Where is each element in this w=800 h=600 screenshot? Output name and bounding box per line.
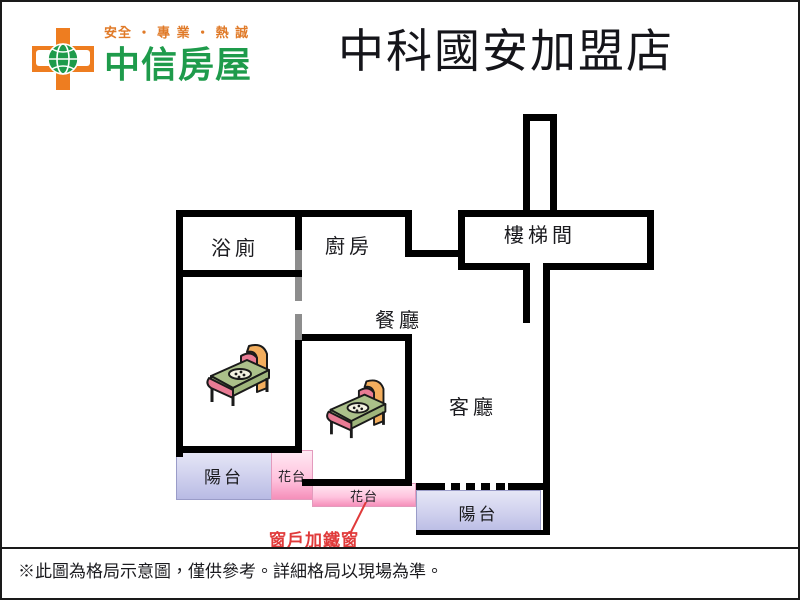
header: 安全 ・ 專 業 ・ 熱 誠 中信房屋 中科國安加盟店 [2,2,798,102]
area-balcony-left: 陽台 [176,450,272,500]
wall-stairwell-right [647,210,654,270]
store-title: 中科國安加盟店 [338,24,674,78]
floorplan-canvas: 陽台 花台 花台 陽台 [2,102,798,551]
wall-bedroom2-top [302,334,412,341]
wall-corridor-top [523,114,557,121]
wall-bedroom2-bottom [302,479,412,486]
brand-name: 中信房屋 [104,45,253,86]
area-planter-mid: 花台 [312,483,416,507]
wall-balcony-bottom-edge [416,530,550,535]
wall-living-right [543,263,550,534]
room-label-bathroom: 浴廁 [211,236,259,260]
wall-unit-left [176,210,183,457]
wall-stairwell-bottom-right [550,263,654,270]
brand-block: 安全 ・ 專 業 ・ 熱 誠 中信房屋 [14,12,324,94]
area-label-planter-mid: 花台 [349,489,378,505]
wall-corridor-right [550,114,557,217]
room-label-living: 客廳 [449,395,497,419]
wall-bedroom2-right [405,334,412,486]
wall-living-bottom-right [508,483,550,490]
area-balcony-bottom: 陽台 [416,490,541,534]
area-label-balcony-bottom: 陽台 [458,504,499,525]
wall-bathroom-right-upper [295,210,302,250]
wall-stairwell-top [458,210,654,217]
wall-living-bottom-left [416,483,436,490]
wall-entry-corridor-left [523,263,530,323]
brand-tagline: 安全 ・ 專 業 ・ 熱 誠 [104,26,250,41]
wall-kitchen-bottom [405,250,461,257]
wall-stairwell-left [458,210,465,270]
door-gap-bedroom-lower [295,314,302,340]
footer: ※此圖為格局示意圖，僅供參考。詳細格局以現場為準。 [2,547,798,600]
room-label-stairwell: 樓梯間 [504,223,576,247]
wall-bathroom-bottom [176,270,302,277]
door-gap-bathroom [295,250,302,273]
door-gap-bedroom-upper [295,277,302,301]
room-label-kitchen: 廚房 [325,234,373,258]
bed-icon-second [326,379,387,439]
annotation-leader-line [349,502,367,535]
annotation-window-grille: 窗戶加鐵窗 [269,531,359,551]
wall-kitchen-right [405,210,412,257]
wall-corridor-left [523,114,530,217]
window-wall-dashed [436,483,508,490]
wall-master-bedroom-right [295,340,302,452]
area-planter-left: 花台 [271,450,313,500]
wall-balcony-left-top [176,446,302,453]
wall-stairwell-bottom-left [458,263,528,270]
footer-disclaimer: ※此圖為格局示意圖，僅供參考。詳細格局以現場為準。 [18,562,443,582]
company-logo-icon [32,28,94,90]
area-label-planter-left: 花台 [277,469,306,485]
wall-unit-top [176,210,412,217]
area-label-balcony-left: 陽台 [204,467,244,488]
bed-icon-master [206,344,270,406]
brand-text: 安全 ・ 專 業 ・ 熱 誠 中信房屋 [104,26,320,92]
room-label-dining: 餐廳 [375,308,423,332]
